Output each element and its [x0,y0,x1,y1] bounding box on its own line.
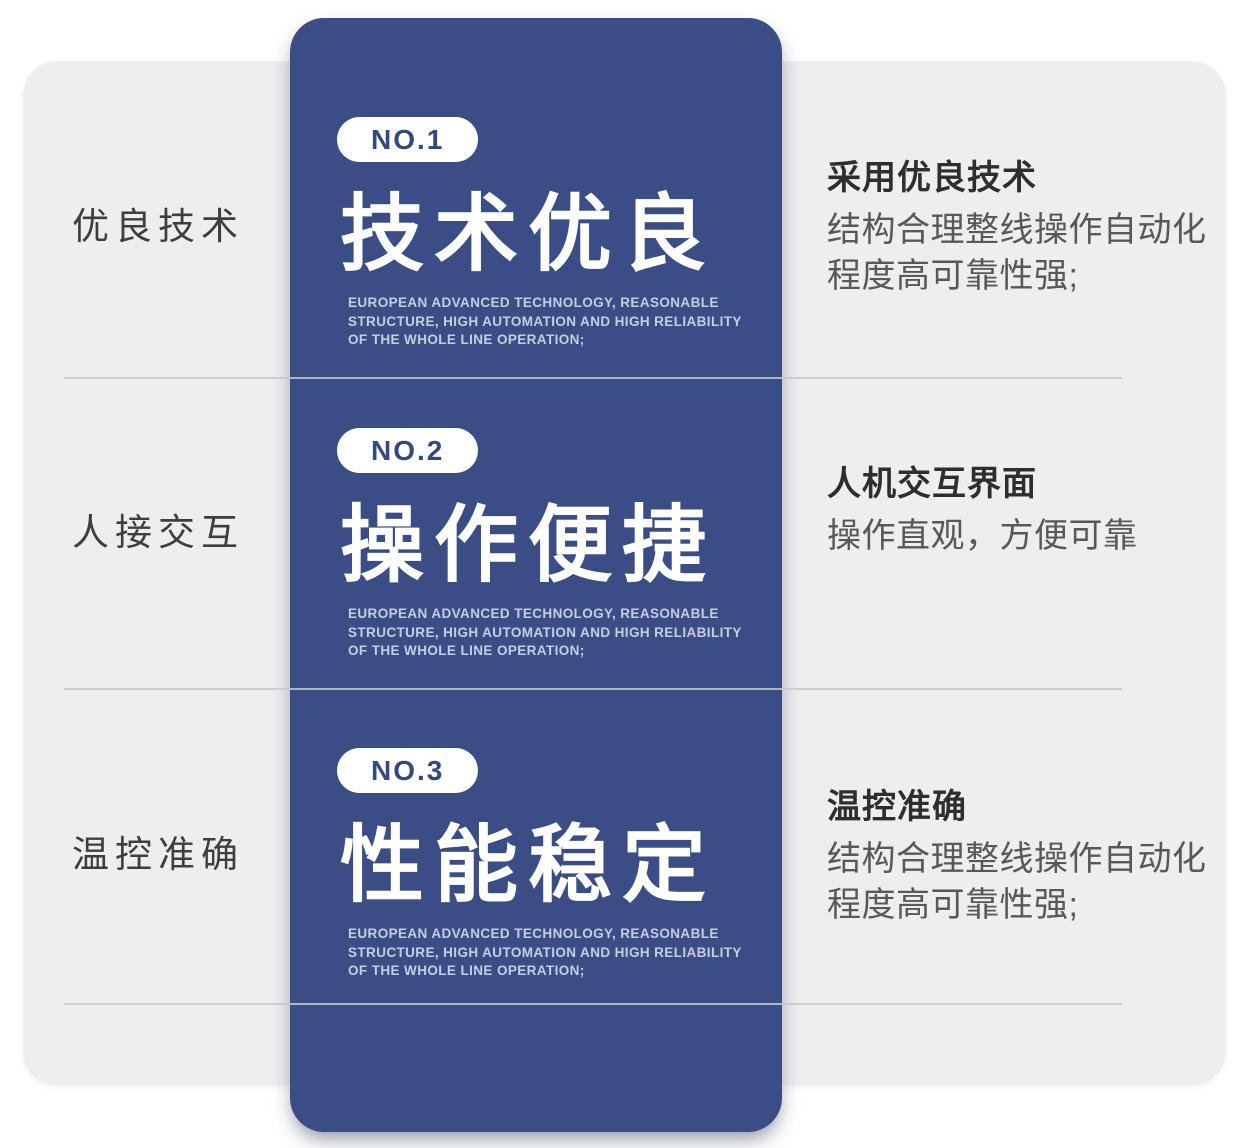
feature-title-2: 操作便捷 [340,498,717,592]
rank-badge-1: NO.1 [337,117,479,162]
feature-subtitle-en-1: EUROPEAN ADVANCED TECHNOLOGY, REASONABLE… [348,295,742,348]
feature-title-3: 性能稳定 [340,818,717,912]
right-text-block-2: 人机交互界面 操作直观，方便可靠 [827,464,1227,559]
right-body-2: 操作直观，方便可靠 [827,517,1138,555]
left-label-1: 优良技术 [72,206,244,247]
right-title-2: 人机交互界面 [827,465,1037,503]
feature-subtitle-en-2: EUROPEAN ADVANCED TECHNOLOGY, REASONABLE… [348,606,742,659]
section-divider-3 [64,1003,1122,1005]
right-text-block-3: 温控准确 结构合理整线操作自动化 程度高可靠性强; [827,787,1227,928]
feature-title-1: 技术优良 [340,187,717,281]
rank-badge-3: NO.3 [337,748,479,793]
feature-card: NO.1 技术优良 EUROPEAN ADVANCED TECHNOLOGY, … [290,18,782,1132]
card-section-3: NO.3 性能稳定 EUROPEAN ADVANCED TECHNOLOGY, … [337,748,764,981]
card-section-2: NO.2 操作便捷 EUROPEAN ADVANCED TECHNOLOGY, … [337,428,764,661]
card-section-1: NO.1 技术优良 EUROPEAN ADVANCED TECHNOLOGY, … [337,117,764,350]
right-title-3: 温控准确 [827,788,967,826]
feature-subtitle-en-3: EUROPEAN ADVANCED TECHNOLOGY, REASONABLE… [348,926,742,979]
left-label-3: 温控准确 [72,834,244,875]
section-divider-2 [64,688,1122,690]
right-text-block-1: 采用优良技术 结构合理整线操作自动化 程度高可靠性强; [827,158,1227,299]
right-body-3: 结构合理整线操作自动化 程度高可靠性强; [827,840,1207,924]
left-label-2: 人接交互 [72,512,244,553]
right-body-1: 结构合理整线操作自动化 程度高可靠性强; [827,211,1207,295]
right-title-1: 采用优良技术 [827,159,1037,197]
section-divider-1 [64,377,1122,379]
rank-badge-2: NO.2 [337,428,479,473]
